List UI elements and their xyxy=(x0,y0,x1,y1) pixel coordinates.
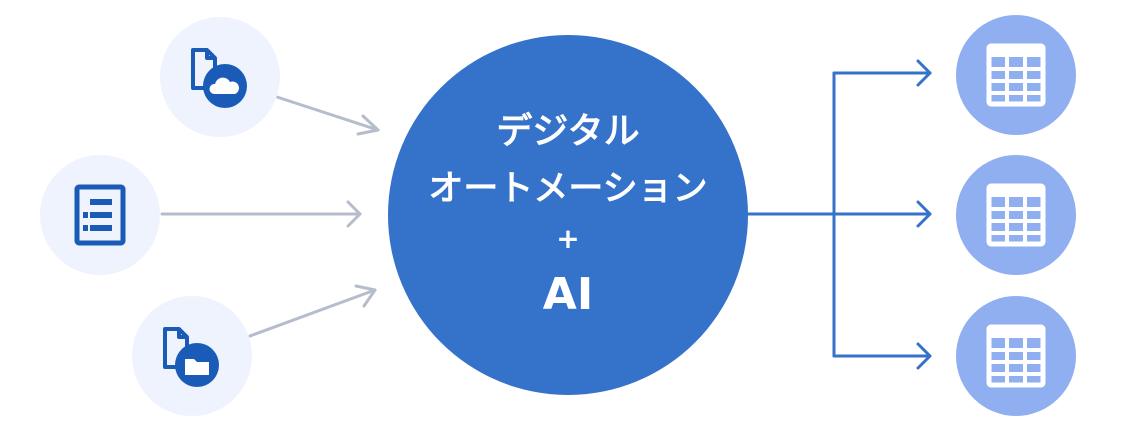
table-icon xyxy=(986,43,1046,107)
input-node-document xyxy=(40,155,160,275)
arrow-input-3 xyxy=(248,288,377,338)
output-node-2 xyxy=(956,155,1076,275)
table-icon xyxy=(986,324,1046,388)
arrowhead-output-2 xyxy=(916,200,932,228)
arrowhead-input-2 xyxy=(346,200,362,228)
arrowhead-input-3 xyxy=(354,284,377,308)
arrowhead-output-1 xyxy=(916,59,932,87)
output-node-3 xyxy=(956,296,1076,416)
center-title-line-2: オートメーション xyxy=(428,168,708,209)
document-lines-icon xyxy=(74,184,126,246)
center-ai: AI xyxy=(542,268,594,320)
input-node-cloud xyxy=(160,17,280,137)
table-icon xyxy=(986,183,1046,247)
arrowhead-output-3 xyxy=(916,342,932,370)
center-plus: + xyxy=(556,221,580,255)
arrow-input-1 xyxy=(275,95,380,132)
input-node-folder xyxy=(132,296,252,416)
document-folder-icon xyxy=(163,327,219,387)
output-node-1 xyxy=(956,15,1076,135)
center-node: デジタル オートメーション + AI xyxy=(388,35,748,395)
arrowhead-input-1 xyxy=(356,114,380,136)
document-cloud-icon xyxy=(191,48,247,108)
center-title-line-1: デジタル xyxy=(496,110,640,152)
